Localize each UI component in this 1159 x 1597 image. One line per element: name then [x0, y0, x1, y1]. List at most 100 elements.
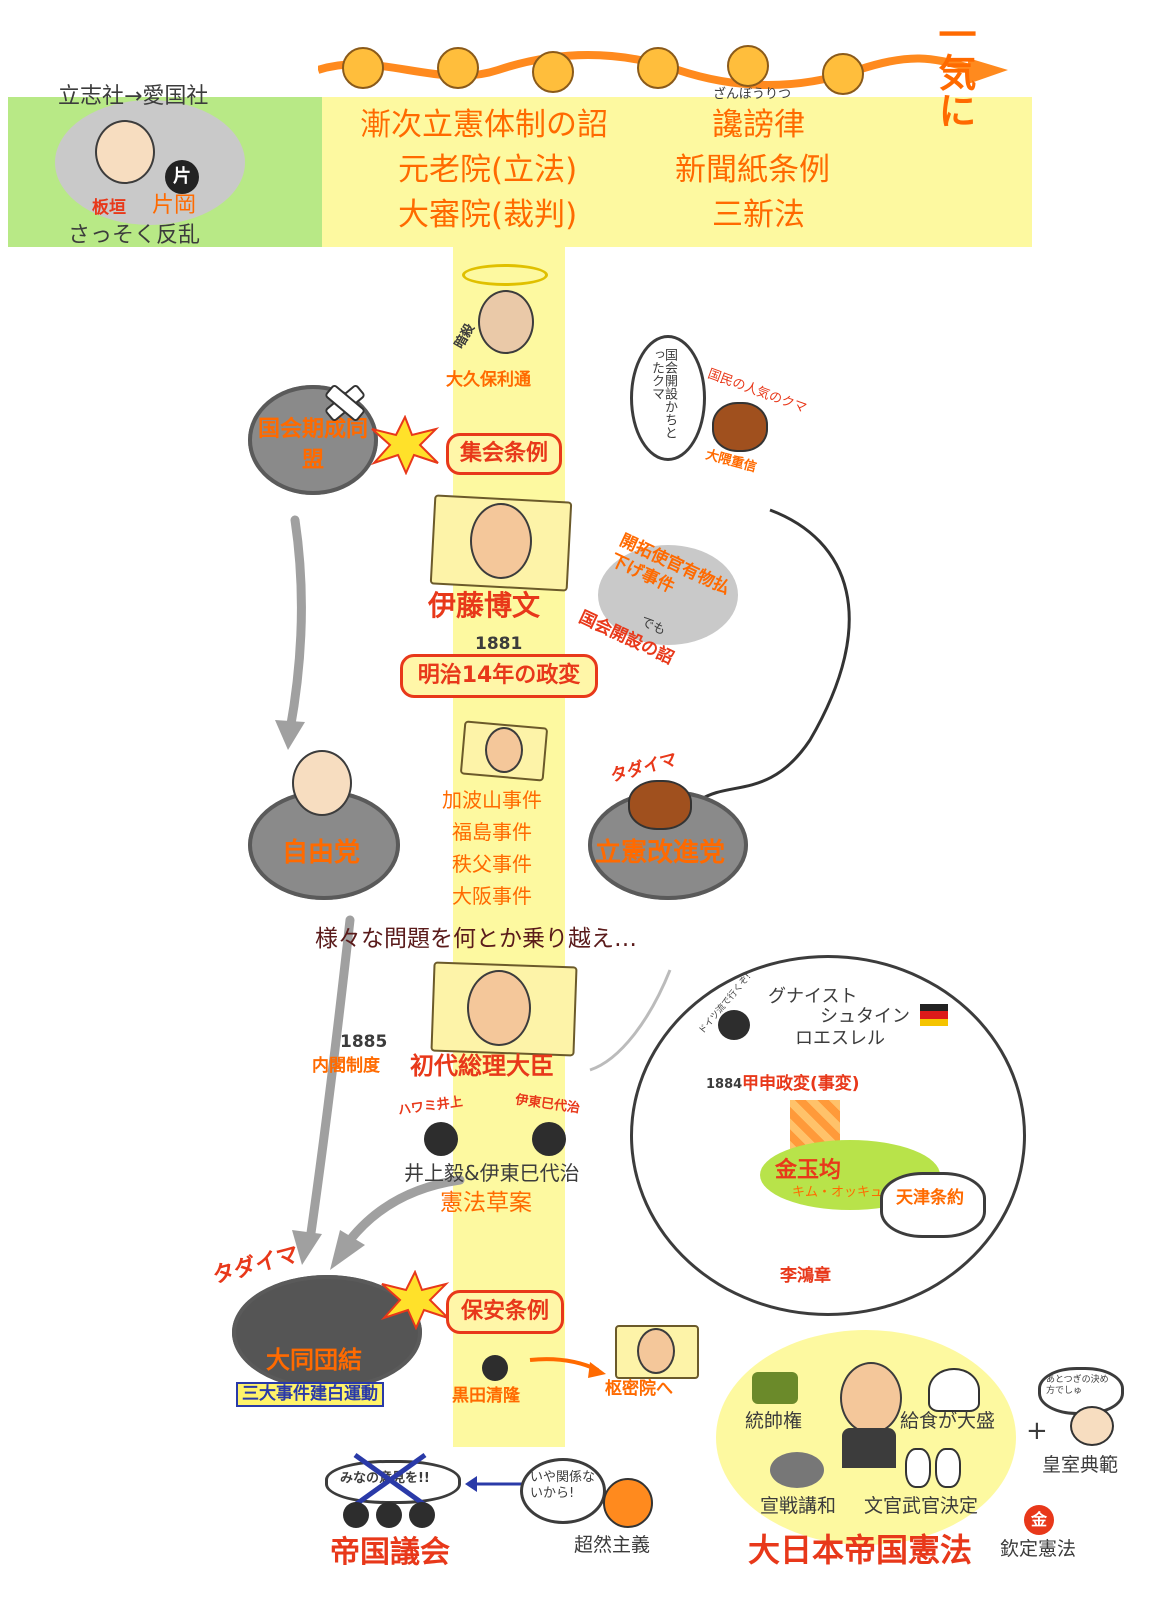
blue-arrow-icon: [465, 1476, 523, 1492]
cross-icon: [353, 1452, 427, 1508]
ito-face-icon-small: [485, 727, 523, 773]
tank-icon: [752, 1372, 798, 1404]
ito-bomb-icon: [718, 1010, 750, 1040]
germany-flag-icon: [920, 1004, 948, 1026]
member-bomb-icon: [343, 1502, 369, 1528]
okuma-name: 大隈重信: [703, 447, 759, 476]
teikoku-gikai-label: 帝国議会: [330, 1535, 450, 1570]
bear-icon: [712, 402, 768, 452]
drafters-label: 井上毅&伊東巳代治: [404, 1161, 580, 1185]
kuroda-name: 黒田清隆: [452, 1386, 520, 1406]
constitution-title: 大日本帝国憲法: [748, 1531, 973, 1569]
stein-label: シュタイン: [820, 1006, 910, 1027]
iya-label: いや関係ないから!: [530, 1470, 596, 1501]
yellow-band: [322, 97, 1032, 247]
kim-ruby: キム・オッキュン: [792, 1185, 897, 1200]
flame-icon: [822, 53, 864, 95]
itagaki-face-icon: [95, 120, 155, 184]
kuroda-face-icon: [603, 1478, 653, 1528]
shukai-jorei-stamp: 集会条例: [446, 433, 562, 475]
zenji-label: 漸次立憲体制の詔: [360, 107, 608, 143]
chozen-label: 超然主義: [574, 1534, 651, 1556]
kokkai-kisei-label: 国会期成同盟: [258, 417, 369, 473]
li-label: 李鴻章: [780, 1266, 831, 1286]
flame-icon: [727, 45, 769, 87]
officer-icon: [935, 1448, 961, 1488]
itagaki-face-icon-2: [292, 750, 352, 816]
tousui-label: 統帥権: [745, 1410, 803, 1432]
member-bomb-icon: [409, 1502, 435, 1528]
halo-icon: [462, 264, 548, 286]
itagaki-name: 板垣: [92, 198, 126, 218]
kataoka-mark-icon: 片: [165, 160, 199, 194]
zanbo-ruby: ざんぼうりつ: [713, 87, 792, 102]
sanshinpo-label: 三新法: [712, 197, 805, 233]
first-pm-label: 初代総理大臣: [410, 1052, 554, 1080]
flame-icon: [637, 47, 679, 89]
incident-osaka: 大阪事件: [452, 884, 532, 908]
shinbunshi-label: 新聞紙条例: [675, 152, 830, 188]
okubo-name: 大久保利通: [446, 370, 531, 390]
flame-icon: [342, 47, 384, 89]
flame-icon: [532, 51, 574, 93]
flame-wave: [318, 45, 1008, 95]
meiji14-stamp: 明治14年の政変: [400, 654, 598, 698]
koshitsu-label: 皇室典範: [1042, 1454, 1119, 1476]
kaitakushi-cloud: [598, 545, 738, 645]
uniform-icon: [842, 1428, 896, 1468]
kin-icon: 金: [1024, 1505, 1054, 1535]
iya-bubble: [520, 1458, 606, 1524]
kotei-label: 欽定憲法: [1000, 1538, 1077, 1560]
tianjin-label: 天津条約: [896, 1188, 964, 1208]
okuma-speech: 国会開設かちとったクマ: [649, 348, 677, 439]
kuroda-bomb-icon: [482, 1355, 508, 1381]
daido-label: 大同団結: [266, 1346, 362, 1374]
risshisha-label: 立志社→愛国社: [58, 84, 209, 109]
suumitsu-label: 枢密院へ: [605, 1379, 673, 1399]
year-1885: 1885: [340, 1032, 388, 1052]
heir-bubble: [1038, 1367, 1124, 1415]
bear-icon-2: [628, 780, 692, 830]
incident-kabasan: 加波山事件: [442, 788, 542, 812]
gneist-label: グナイスト: [768, 986, 858, 1007]
hoan-stamp: 保安条例: [446, 1290, 564, 1334]
ikki-label: 一気に: [932, 15, 976, 129]
sensen-label: 宣戦講和: [760, 1495, 837, 1517]
flow-arrows: [275, 508, 851, 1270]
explosion-icon: [370, 415, 440, 475]
bandage-icon: [325, 385, 365, 421]
sensen-cloud-icon: [770, 1452, 824, 1488]
incident-chichibu: 秩父事件: [452, 852, 532, 876]
daido-cloud: [232, 1275, 422, 1390]
member-bomb-icon: [376, 1502, 402, 1528]
ito-miyoji-bomb-icon: [532, 1122, 566, 1156]
plus-sign: +: [1026, 1416, 1048, 1446]
sandai-label: 三大事件建白運動: [236, 1382, 384, 1407]
rebellion-label: さっそく反乱: [68, 223, 201, 248]
emperor-face-icon: [840, 1362, 902, 1434]
baby-icon: [1070, 1406, 1114, 1446]
daishinin-label: 大審院(裁判): [398, 197, 578, 233]
explosion-icon-2: [380, 1270, 450, 1330]
rikken-label: 立憲改進党: [595, 838, 726, 868]
overcome-label: 様々な問題を何とか乗り越え…: [315, 926, 637, 952]
heir-label: あとつぎの決め方でしゅ: [1046, 1375, 1109, 1396]
kataoka-name: 片岡: [152, 193, 197, 218]
zanboritsu-label: 讒謗律: [712, 107, 805, 143]
okuma-speech-bubble: [630, 335, 706, 461]
genroin-label: 元老院(立法): [398, 152, 578, 188]
draft-label: 憲法草案: [440, 1190, 532, 1216]
inoue-bomb-icon: [424, 1122, 458, 1156]
naikaku-label: 内閣制度: [312, 1056, 380, 1076]
tianjin-bubble: [880, 1172, 986, 1238]
bunkan-label: 文官武官決定: [864, 1495, 979, 1517]
kapsin-event: 甲申政変(事変): [742, 1074, 860, 1094]
flame-icon: [437, 47, 479, 89]
ito-name: 伊藤博文: [428, 589, 541, 622]
ito-face-icon-4: [637, 1328, 675, 1374]
rice-icon: [928, 1368, 980, 1412]
incident-fukushima: 福島事件: [452, 820, 532, 844]
ito-face-icon: [470, 503, 532, 579]
ito-face-icon-3: [467, 970, 531, 1046]
roesler-label: ロエスレル: [795, 1028, 885, 1049]
